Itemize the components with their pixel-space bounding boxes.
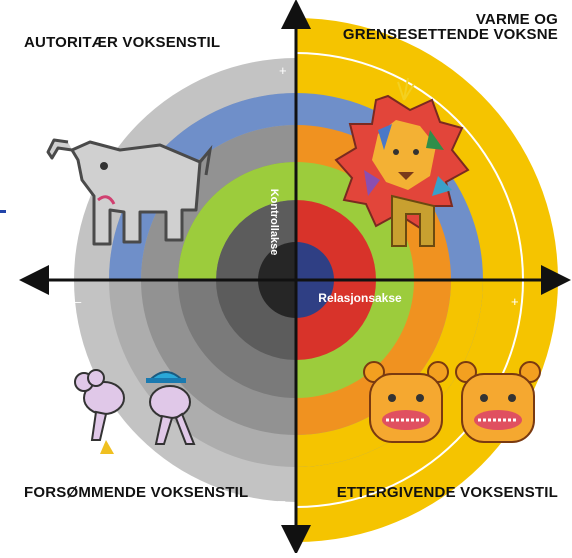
minus-sign-bottom: – [278,493,286,508]
permissive-style-title: ETTERGIVENDE VOKSENSTIL [336,484,558,501]
warm-title-line-1: VARME OG [475,11,558,28]
edge-marker [0,210,6,213]
bears-icon [363,361,541,443]
control-axis-label: Kontrollakse [268,189,280,256]
plus-sign-top: + [279,63,287,78]
lion-icon [334,77,470,247]
mice-icon [74,369,196,454]
green-arc [178,162,296,280]
authoritarian-style-title: AUTORITÆR VOKSENSTIL [24,34,221,51]
relation-axis-label: Relasjonsakse [318,291,402,305]
minus-sign-left: – [74,294,82,309]
warm-title-line-2: GRENSESETTENDE VOKSNE [342,26,558,43]
elephant-icon [46,138,213,246]
plus-sign-right: + [511,294,519,309]
warm-boundary-setting-title: VARME OG GRENSESETTENDE VOKSNE [343,12,558,42]
neglectful-style-title: FORSØMMENDE VOKSENSTIL [24,484,249,501]
